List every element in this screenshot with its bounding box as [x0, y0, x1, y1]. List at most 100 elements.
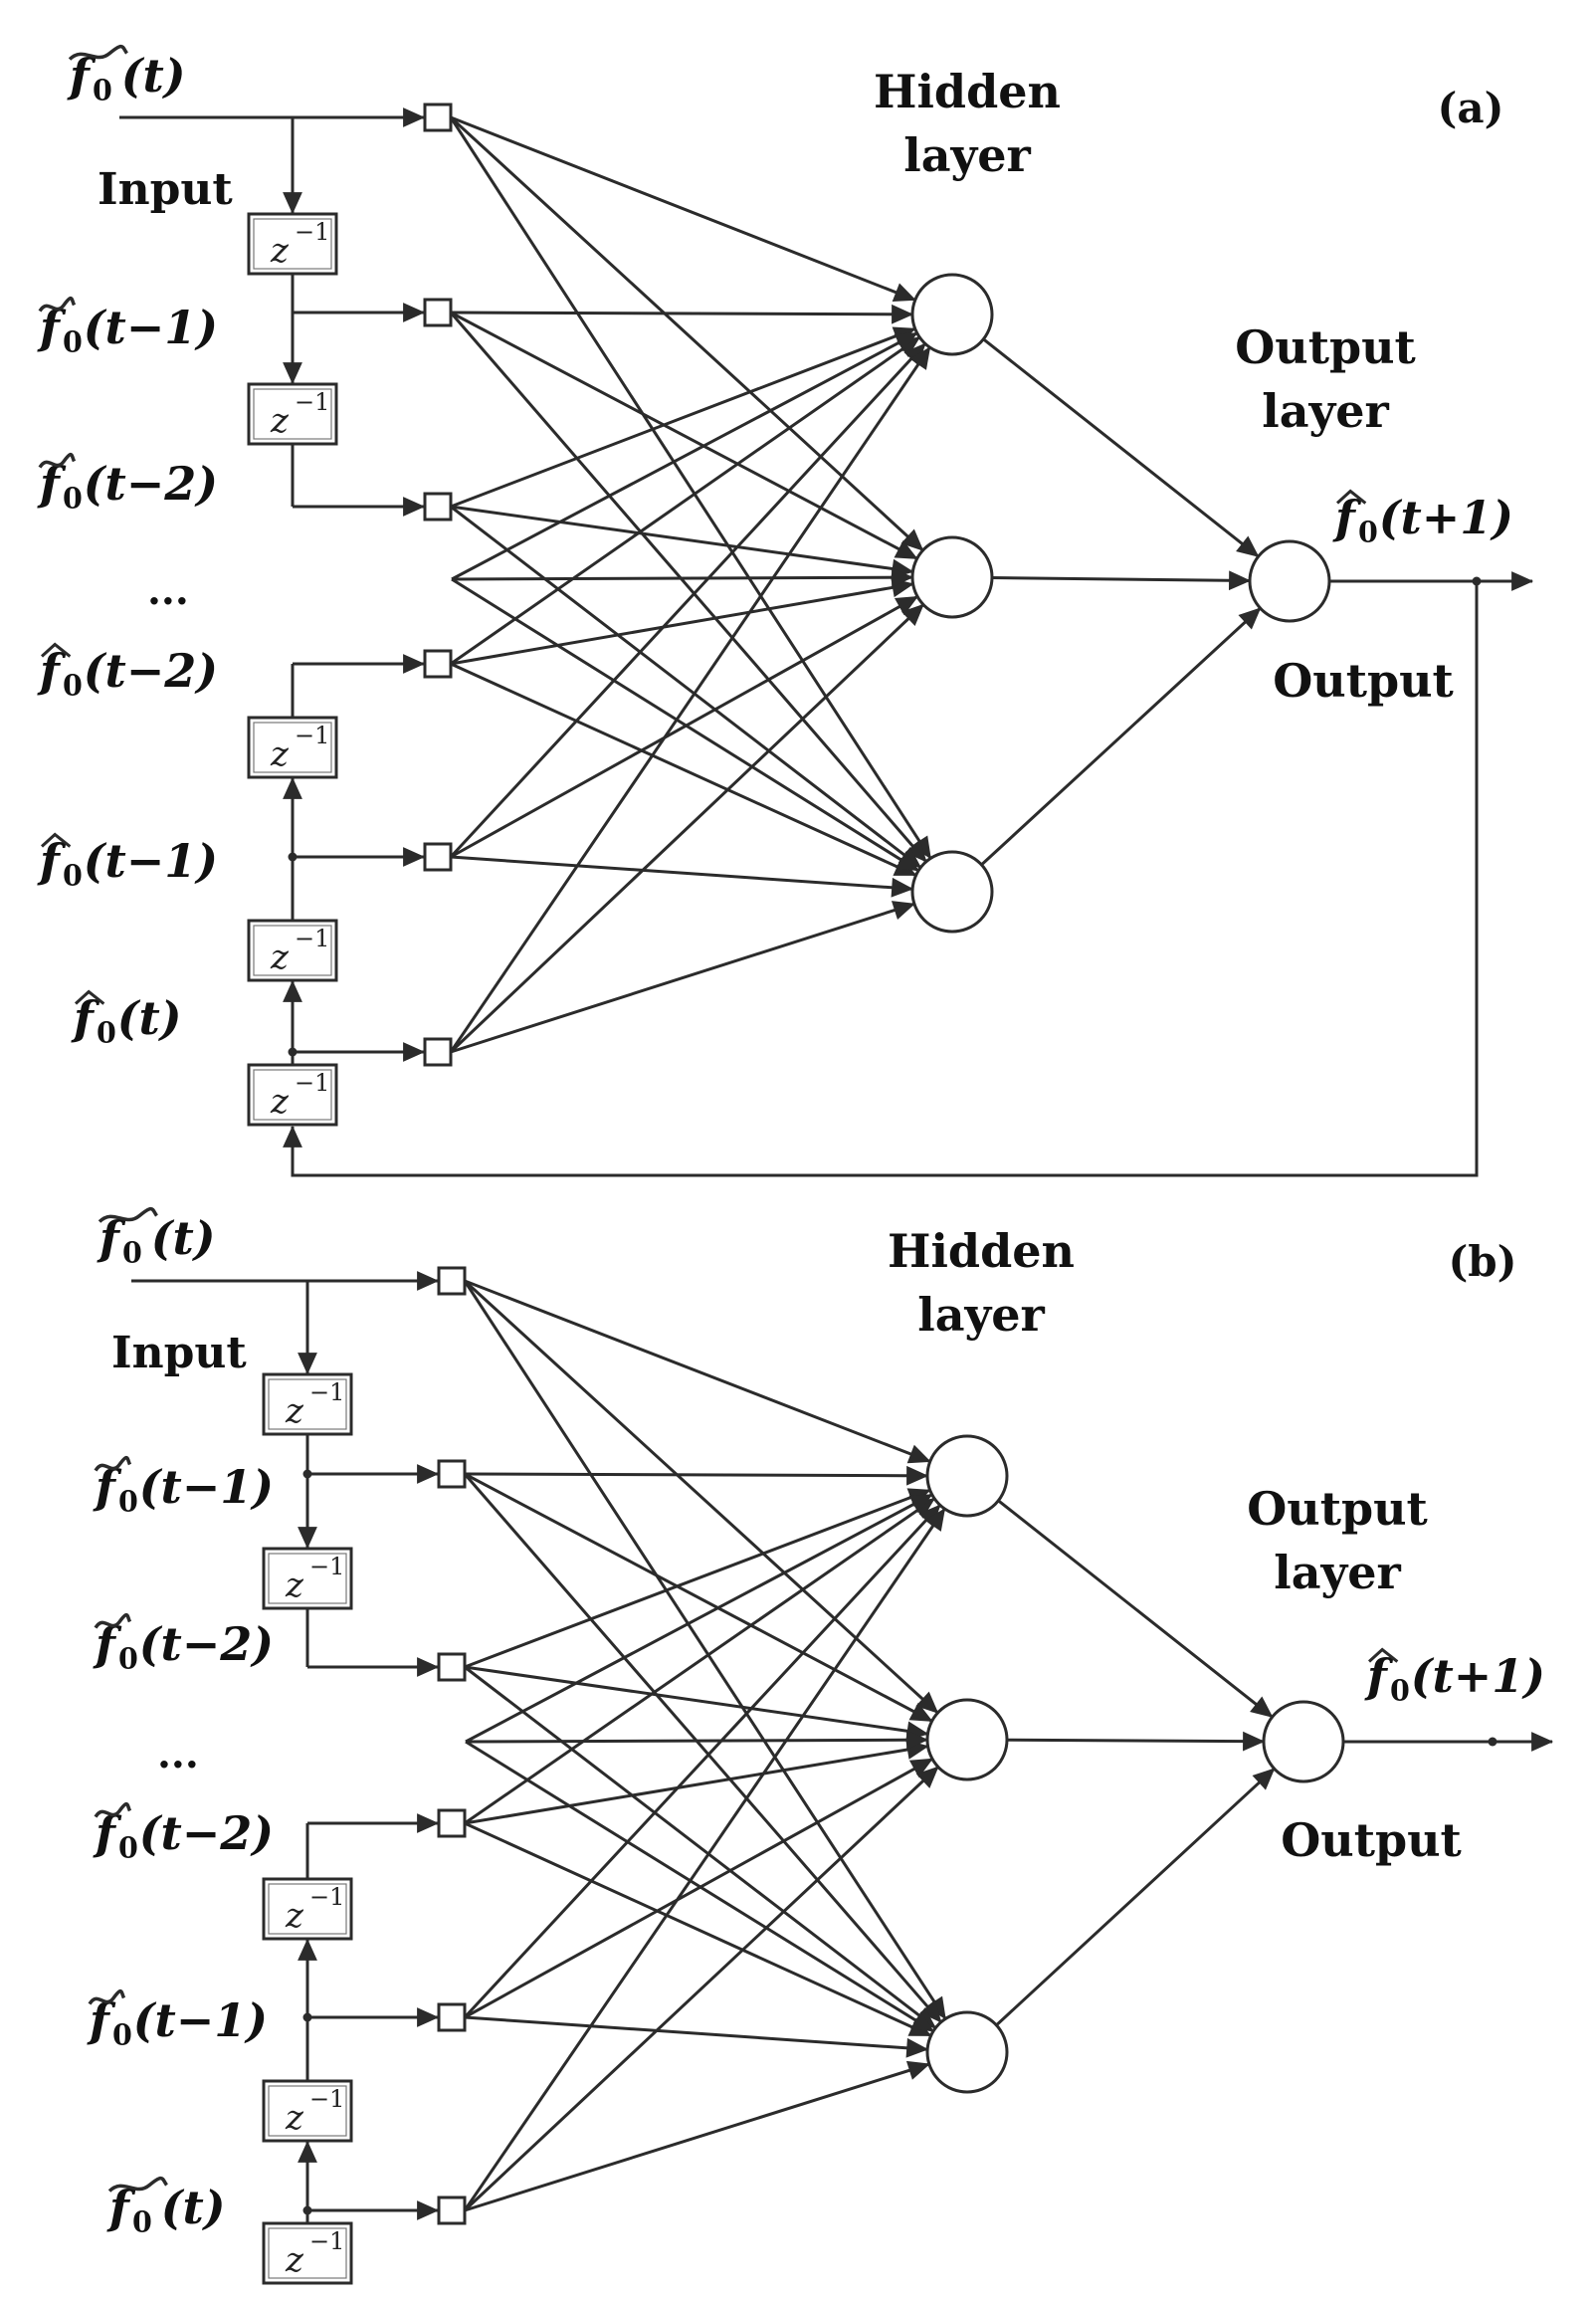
input-hidden-connection [463, 1504, 941, 2019]
ellipsis-connection [465, 1740, 934, 2033]
input-hidden-connection [450, 855, 914, 898]
signal-subscript: 0 [1358, 515, 1378, 548]
signal-argument: (t−2) [139, 1806, 274, 1860]
input-label: Input [98, 164, 233, 215]
input-hidden-connection [463, 1508, 946, 2211]
signal-subscript: 0 [118, 1830, 138, 1864]
tilde-accent [98, 1206, 158, 1223]
signal-argument: (t) [121, 49, 186, 103]
input-hidden-connection [450, 115, 916, 302]
signal-subscript: 0 [1390, 1673, 1410, 1707]
signal-subscript: 0 [118, 1484, 138, 1518]
hidden-layer-label: layer [903, 128, 1031, 182]
input-hidden-connection [464, 1758, 933, 2019]
tilde-accent [88, 1988, 126, 2005]
tilde-accent [94, 1612, 132, 1629]
delay-box: z−1 [247, 919, 338, 982]
signal-argument: (t+1) [1411, 1649, 1545, 1703]
delay-exponent: −1 [309, 1553, 344, 1580]
input-hidden-connection [450, 335, 921, 666]
delay-box-frame [262, 1372, 353, 1436]
output-label: Output [1281, 1813, 1462, 1867]
delay-box-inner [268, 1883, 347, 1935]
delay-box-frame [262, 2221, 353, 2285]
input-hidden-connection [464, 1665, 929, 1742]
delay-exponent: −1 [295, 722, 329, 749]
delay-exponent: −1 [295, 925, 329, 952]
delay-base: z [285, 1566, 304, 1605]
input-hidden-connection [463, 1473, 942, 2023]
hidden-neuron [910, 273, 994, 356]
delay-exponent: −1 [309, 2085, 344, 2113]
signal-subscript: 0 [63, 858, 83, 892]
input-hidden-connection [464, 1665, 937, 2029]
hidden-layer-label: Hidden [874, 65, 1061, 118]
delay-exponent: −1 [309, 1883, 344, 1911]
delay-base: z [270, 401, 290, 441]
hidden-output-connection [991, 570, 1252, 591]
input-hidden-connection [449, 346, 931, 1053]
input-hidden-connection [464, 2060, 930, 2212]
input-hidden-connection [463, 1279, 939, 1715]
tilde-accent [38, 296, 77, 313]
input-hidden-connection [464, 1465, 929, 1486]
input-hidden-connection [463, 1280, 947, 2020]
ellipsis-label: ... [157, 1731, 199, 1777]
delay-box-inner [268, 2227, 347, 2279]
ellipsis-connection [451, 331, 918, 581]
signal-subscript: 0 [93, 73, 112, 106]
hidden-output-connection [1006, 1731, 1266, 1752]
tilde-accent [94, 1801, 132, 1818]
input-node [423, 649, 453, 679]
output-layer-label: layer [1262, 384, 1389, 438]
input-hidden-connection [450, 577, 914, 666]
input-node [423, 492, 453, 522]
delay-exponent: −1 [295, 218, 329, 246]
input-hidden-connection [449, 116, 932, 860]
signal-argument: (t−1) [84, 301, 218, 354]
output-junction [1488, 1737, 1497, 1747]
input-node [437, 1266, 467, 1296]
output-layer-label: Output [1247, 1482, 1428, 1536]
delay-box-frame [247, 382, 338, 446]
input-hidden-connection [464, 2015, 929, 2058]
delay-base: z [270, 1082, 290, 1122]
tap-junction [302, 2012, 312, 2022]
hidden-output-connection [980, 606, 1262, 867]
output-label: Output [1273, 654, 1454, 708]
delay-box-frame [247, 919, 338, 982]
output-layer-label: Output [1235, 320, 1416, 374]
input-hidden-connection [464, 1279, 931, 1464]
input-node [423, 1037, 453, 1067]
hidden-neuron [925, 1698, 1009, 1781]
signal-argument: (t−2) [84, 457, 218, 511]
delay-base: z [285, 2240, 304, 2280]
input-node [437, 2002, 467, 2032]
input-node [437, 1459, 467, 1489]
hat-accent [40, 642, 72, 658]
delay-box-frame [262, 1547, 353, 1610]
hidden-neuron [925, 1434, 1009, 1518]
delay-base: z [285, 2098, 304, 2138]
hidden-neuron [925, 2010, 1009, 2094]
signal-subscript: 0 [112, 2017, 132, 2051]
delay-box: z−1 [262, 1372, 353, 1436]
hat-accent [1367, 1647, 1399, 1663]
input-node [423, 842, 453, 872]
input-hidden-connection [449, 312, 927, 863]
signal-subscript: 0 [122, 1235, 142, 1269]
hidden-layer-label: layer [917, 1288, 1045, 1342]
delay-box-frame [247, 212, 338, 276]
delay-exponent: −1 [309, 1378, 344, 1406]
panel-label: (a) [1438, 84, 1504, 132]
delay-box: z−1 [262, 2079, 353, 2143]
signal-subscript: 0 [118, 1641, 138, 1675]
